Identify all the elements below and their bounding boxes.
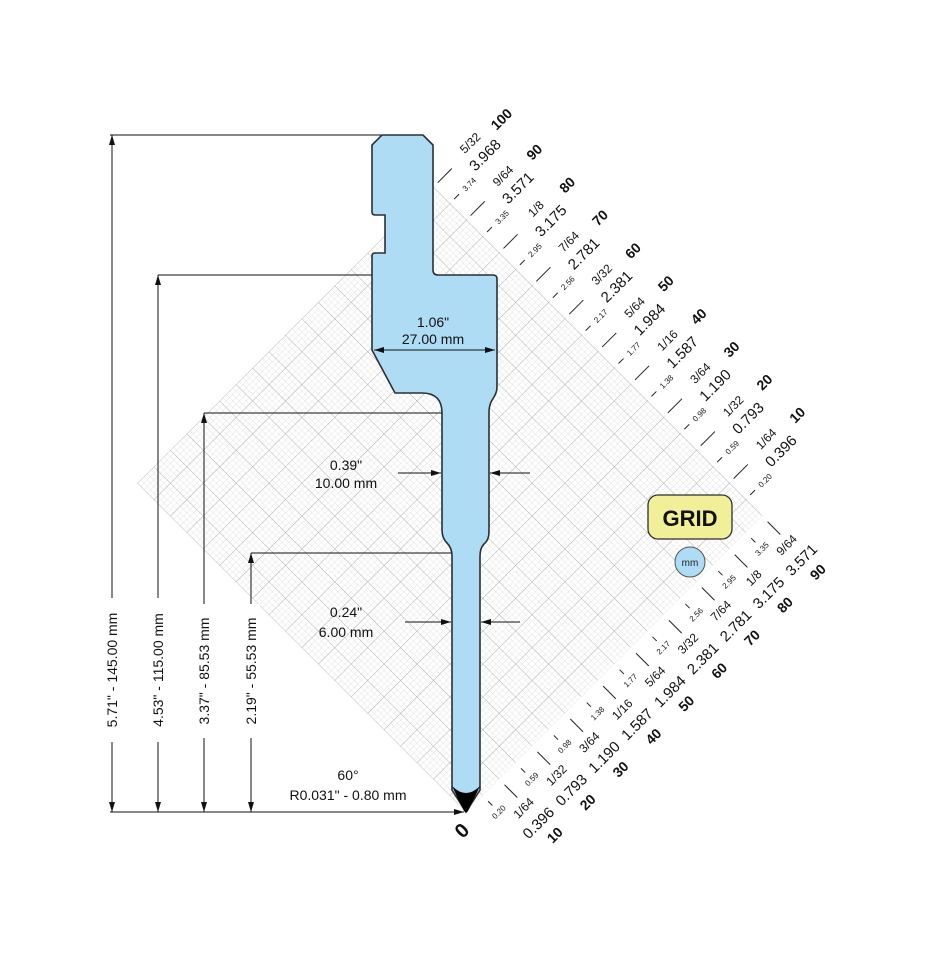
unit-button-label: mm <box>682 558 699 569</box>
width-inch-27: 1.06" <box>417 314 449 330</box>
width-mm-10: 10.00 mm <box>315 475 377 491</box>
minor-tick <box>716 456 723 463</box>
minor-label: 1.38 <box>589 704 607 722</box>
minor-label: 2.56 <box>688 606 706 624</box>
grid-area: 0.201/640.396100.591/320.793200.983/641.… <box>137 105 829 846</box>
width-inch-10: 0.39" <box>330 457 362 473</box>
value-label: 20 <box>753 371 775 393</box>
value-label: 30 <box>720 338 742 360</box>
height-label-145: 5.71" - 145.00 mm <box>104 613 120 728</box>
minor-label: 0.59 <box>724 439 742 457</box>
minor-label: 2.17 <box>655 639 673 657</box>
major-tick <box>470 201 486 216</box>
major-tick <box>601 332 617 348</box>
minor-label: 1.38 <box>658 373 676 391</box>
major-tick <box>700 431 716 447</box>
minor-tick <box>486 226 493 233</box>
width-mm-27: 27.00 mm <box>402 331 464 347</box>
minor-tick <box>553 735 559 741</box>
height-label-85: 3.37" - 85.53 mm <box>196 618 212 725</box>
minor-tick <box>652 636 658 642</box>
minor-label: 2.17 <box>592 307 610 325</box>
value-label: 40 <box>687 305 709 327</box>
major-tick <box>568 299 584 315</box>
minor-label: 3.74 <box>461 176 479 194</box>
height-label-115: 4.53" - 115.00 mm <box>150 613 166 727</box>
minor-tick <box>520 767 526 773</box>
origin-label: 0 <box>451 819 474 842</box>
major-tick <box>437 168 453 184</box>
width-mm-6: 6.00 mm <box>319 624 373 640</box>
width-dimensions <box>374 347 530 625</box>
minor-tick <box>651 391 657 397</box>
major-tick <box>537 751 551 765</box>
grid-button-label: GRID <box>663 506 718 531</box>
punch-tip <box>452 786 480 813</box>
minor-label: 1.77 <box>622 672 640 690</box>
major-tick <box>503 233 518 249</box>
value-label: 100 <box>487 105 515 133</box>
major-tick <box>536 266 551 282</box>
minor-tick <box>685 603 690 609</box>
major-tick <box>602 685 617 700</box>
minor-label: 2.95 <box>526 241 544 259</box>
minor-tick <box>585 325 591 331</box>
major-tick <box>569 718 584 733</box>
value-label: 50 <box>655 272 677 294</box>
punch-profile <box>371 134 498 814</box>
major-tick <box>668 620 683 634</box>
grid-button[interactable]: GRID <box>647 494 733 540</box>
major-tick <box>667 398 683 414</box>
minor-label: 0.59 <box>523 770 541 788</box>
minor-tick <box>750 537 756 543</box>
minor-tick <box>487 800 493 806</box>
minor-label: 1.77 <box>625 340 643 358</box>
value-label: 90 <box>523 141 545 163</box>
minor-tick <box>519 259 526 266</box>
minor-tick <box>717 570 723 576</box>
minor-tick <box>749 489 756 496</box>
major-tick <box>634 365 650 381</box>
minor-label: 3.35 <box>753 540 771 558</box>
minor-tick <box>619 669 625 675</box>
value-label: 80 <box>556 173 578 195</box>
value-label: 10 <box>786 404 808 426</box>
major-tick <box>504 784 518 798</box>
minor-tick <box>586 702 592 708</box>
minor-tick <box>453 193 460 200</box>
major-tick <box>635 652 650 667</box>
height-label-55: 2.19" - 55.53 mm <box>243 618 259 725</box>
minor-label: 0.20 <box>757 471 775 489</box>
width-inch-6: 0.24" <box>330 604 362 620</box>
unit-toggle-button[interactable]: mm <box>674 546 706 578</box>
value-label: 60 <box>622 239 644 261</box>
tip-radius: R0.031" - 0.80 mm <box>289 787 406 803</box>
height-labels: 5.71" - 145.00 mm 4.53" - 115.00 mm 3.37… <box>104 598 260 742</box>
minor-label: 2.56 <box>559 274 577 292</box>
tip-angle: 60° <box>337 767 358 783</box>
major-tick <box>734 554 748 568</box>
minor-label: 0.20 <box>490 803 508 821</box>
major-tick <box>767 521 781 535</box>
major-tick <box>701 587 715 601</box>
minor-label: 0.98 <box>691 406 709 424</box>
minor-tick <box>618 358 624 364</box>
minor-tick <box>683 423 690 430</box>
minor-label: 3.35 <box>494 208 512 226</box>
fraction-label: 1/8 <box>743 567 765 589</box>
major-tick <box>733 464 749 479</box>
minor-label: 2.95 <box>721 573 739 591</box>
value-label: 70 <box>589 206 611 228</box>
minor-tick <box>552 292 559 299</box>
minor-label: 0.98 <box>556 737 574 755</box>
